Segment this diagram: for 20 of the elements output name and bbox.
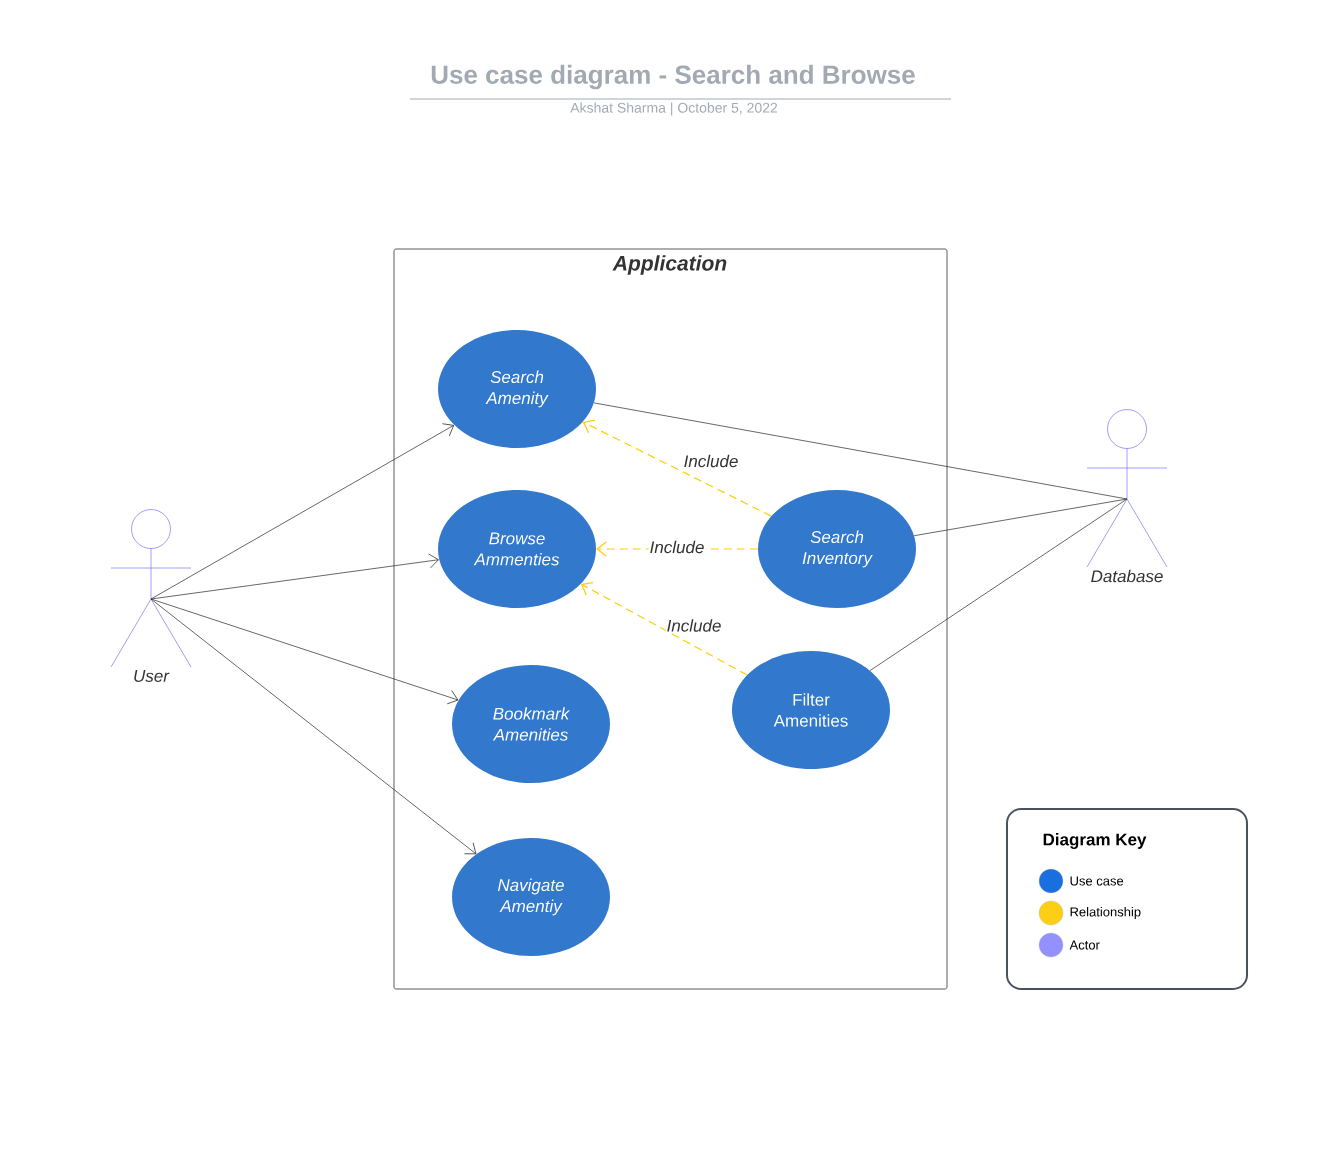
actor-figure: User: [110, 509, 192, 682]
edge-label: Include: [665, 618, 723, 633]
title: Use case diagram - Search and Browse: [431, 64, 915, 90]
legend-title: Diagram Key: [1043, 833, 1147, 849]
association-arrow: [150, 598, 477, 855]
edge-label: Include: [682, 453, 740, 469]
association-arrow: [150, 423, 455, 600]
association-arrow: [150, 598, 459, 705]
edge-label: Include: [648, 539, 706, 555]
association-line: [593, 402, 1128, 500]
include-arrow: [582, 419, 772, 517]
actor-figure: Database: [1086, 409, 1168, 583]
association-arrow: [150, 553, 439, 600]
association-line: [869, 498, 1128, 671]
include-arrow: [580, 582, 748, 676]
association-line: [913, 498, 1128, 537]
legend-label: Use case: [1070, 876, 1124, 886]
legend-label: Actor: [1069, 940, 1100, 950]
subtitle: Akshat Sharma | October 5, 2022: [570, 102, 778, 116]
legend-label: Relationship: [1070, 906, 1141, 920]
